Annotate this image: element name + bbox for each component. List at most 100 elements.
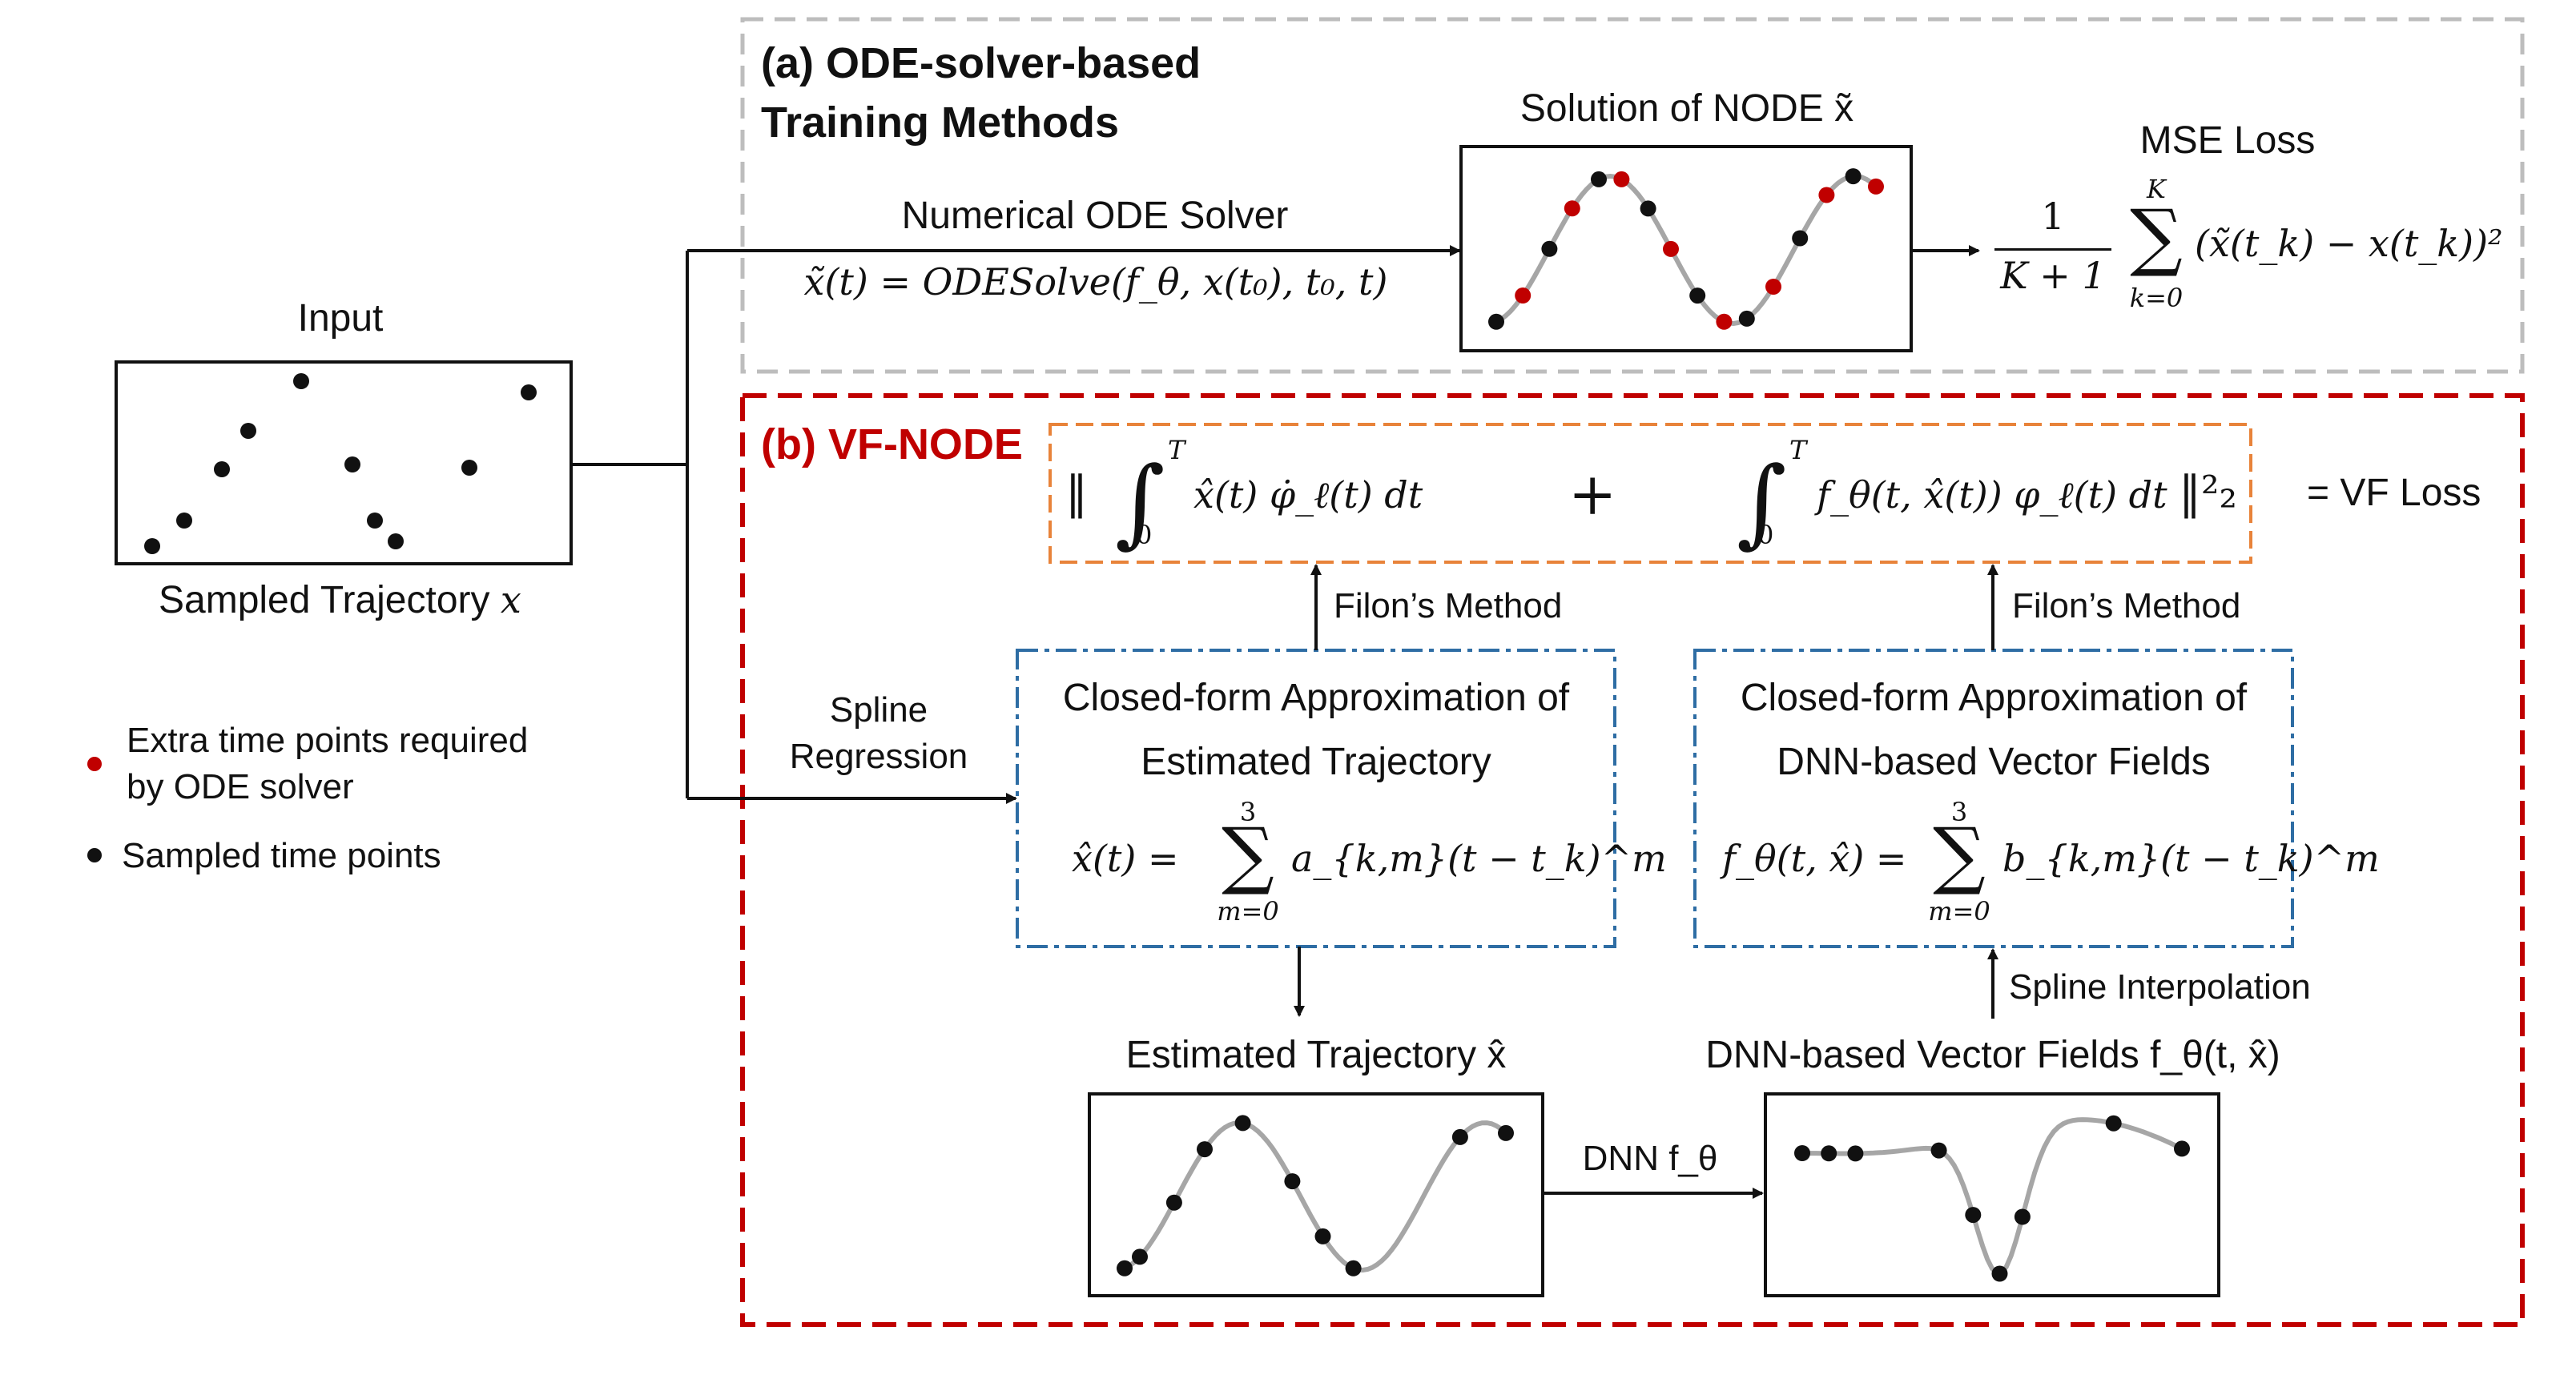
approx-right-lhs: f_θ(t, x̂) = bbox=[1722, 837, 1907, 880]
loss-right-bar: ‖²₂ bbox=[2179, 467, 2237, 519]
sample-point bbox=[1738, 310, 1755, 327]
extra-point bbox=[1716, 313, 1733, 330]
sample-point bbox=[1117, 1260, 1133, 1276]
loss-term1: x̂(t) φ̇_ℓ(t) dt bbox=[1193, 473, 1423, 517]
spline-interpolation-label: Spline Interpolation bbox=[2009, 967, 2311, 1007]
legend-extra-line2: by ODE solver bbox=[127, 767, 354, 806]
mse-sum-bottom: k=0 bbox=[2129, 283, 2184, 313]
sample-point bbox=[1234, 1115, 1251, 1132]
sample-point bbox=[1165, 1194, 1182, 1211]
sample-point bbox=[2105, 1115, 2122, 1132]
input-point bbox=[367, 513, 383, 529]
dnn-vector-fields-label: DNN-based Vector Fields f_θ(t, x̂) bbox=[1705, 1034, 2280, 1076]
approx-left-rhs: a_{k,m}(t − t_k)^m bbox=[1291, 837, 1667, 880]
integral-sign-1: ∫ bbox=[1115, 447, 1165, 558]
sample-point bbox=[2014, 1208, 2031, 1225]
sample-point bbox=[2174, 1140, 2190, 1157]
solution-points bbox=[1488, 168, 1884, 330]
approx-right-rhs: b_{k,m}(t − t_k)^m bbox=[2002, 837, 2380, 880]
input-point bbox=[344, 456, 360, 472]
extra-point bbox=[1564, 200, 1580, 217]
sample-point bbox=[1498, 1124, 1514, 1141]
extra-point bbox=[1868, 178, 1884, 195]
approx-right-sum-top: 3 bbox=[1950, 797, 1968, 827]
panel-a-title-line1: (a) ODE-solver-based bbox=[761, 39, 1201, 87]
integral-sign-2: ∫ bbox=[1737, 447, 1787, 558]
vector-field-points bbox=[1794, 1115, 2190, 1282]
extra-point bbox=[1818, 187, 1835, 203]
input-point bbox=[388, 533, 404, 549]
sample-point bbox=[1284, 1173, 1301, 1190]
input-point bbox=[214, 461, 230, 477]
input-point bbox=[293, 373, 309, 389]
estimated-points bbox=[1117, 1115, 1514, 1276]
input-caption-text: Sampled Trajectory bbox=[159, 579, 490, 621]
input-point bbox=[521, 384, 537, 400]
mse-sum-sign: ∑ bbox=[2130, 194, 2183, 279]
sample-point bbox=[1197, 1141, 1213, 1158]
approx-left-sum-bottom: m=0 bbox=[1217, 896, 1279, 927]
mse-label: MSE Loss bbox=[2139, 119, 2316, 162]
mse-formula-body: (x̃(t_k) − x(t_k))² bbox=[2195, 222, 2503, 265]
approx-right-sum-bottom: m=0 bbox=[1928, 896, 1990, 927]
spline-regression-line1: Spline bbox=[829, 690, 928, 730]
sample-point bbox=[1930, 1142, 1947, 1159]
approx-right-sum-sign: ∑ bbox=[1933, 812, 1986, 898]
solution-curve bbox=[1495, 173, 1878, 327]
legend-extra-dot bbox=[87, 757, 102, 771]
sample-point bbox=[1965, 1207, 1982, 1224]
approx-left-sum-sign: ∑ bbox=[1222, 812, 1274, 898]
panel-b-title: (b) VF-NODE bbox=[761, 420, 1023, 468]
legend-sampled-dot bbox=[87, 848, 102, 862]
loss-int2-top: T bbox=[1789, 435, 1807, 465]
loss-int1-top: T bbox=[1168, 435, 1185, 465]
extra-point bbox=[1613, 171, 1630, 187]
input-point bbox=[176, 513, 192, 529]
extra-point bbox=[1663, 240, 1679, 257]
sample-point bbox=[1991, 1265, 2008, 1282]
approx-left-line1: Closed-form Approximation of bbox=[1062, 677, 1570, 719]
sample-point bbox=[1314, 1228, 1331, 1244]
filon-left-label: Filon’s Method bbox=[1334, 586, 1563, 625]
sample-point bbox=[1845, 168, 1862, 185]
sample-point bbox=[1794, 1145, 1810, 1161]
input-caption: Sampled Trajectory x bbox=[159, 578, 521, 622]
legend-extra-line1: Extra time points required bbox=[127, 721, 529, 760]
panel-a-title-line2: Training Methods bbox=[761, 98, 1120, 147]
approx-right-line2: DNN-based Vector Fields bbox=[1777, 741, 2211, 783]
sample-point bbox=[1821, 1145, 1837, 1162]
sample-point bbox=[1488, 313, 1504, 330]
panel-b-border bbox=[740, 393, 2525, 1327]
sample-point bbox=[1792, 230, 1809, 247]
solver-label: Numerical ODE Solver bbox=[901, 195, 1289, 237]
sample-point bbox=[1689, 287, 1706, 304]
mse-frac-den: K + 1 bbox=[2000, 254, 2106, 297]
extra-point bbox=[1515, 287, 1532, 304]
input-points bbox=[144, 373, 537, 554]
estimated-curve bbox=[1123, 1120, 1507, 1273]
mse-frac-num: 1 bbox=[2041, 195, 2065, 238]
approx-left-sum-top: 3 bbox=[1239, 797, 1257, 827]
input-title: Input bbox=[297, 297, 384, 340]
sample-point bbox=[1847, 1145, 1864, 1162]
vf-loss-label: = VF Loss bbox=[2307, 472, 2481, 514]
mse-sum-top: K bbox=[2147, 174, 2166, 204]
spline-regression-line2: Regression bbox=[789, 737, 968, 776]
input-box bbox=[115, 360, 573, 565]
loss-int2-bottom: 0 bbox=[1757, 520, 1774, 550]
input-point bbox=[240, 423, 256, 439]
loss-int1-bottom: 0 bbox=[1136, 520, 1153, 550]
loss-left-bar: ‖ bbox=[1065, 467, 1088, 519]
approx-right-line1: Closed-form Approximation of bbox=[1740, 677, 2248, 719]
loss-plus: + bbox=[1568, 460, 1617, 528]
sample-point bbox=[1345, 1260, 1362, 1276]
extra-point bbox=[1765, 279, 1781, 295]
input-point bbox=[461, 460, 477, 476]
approx-left-line2: Estimated Trajectory bbox=[1141, 741, 1491, 783]
input-caption-var: x bbox=[500, 578, 521, 621]
vector-field-curve bbox=[1802, 1117, 2184, 1276]
solver-formula: x̃(t) = ODESolve(f_θ, x(t₀), t₀, t) bbox=[803, 260, 1388, 304]
input-point bbox=[144, 538, 160, 554]
sample-point bbox=[1591, 171, 1607, 187]
